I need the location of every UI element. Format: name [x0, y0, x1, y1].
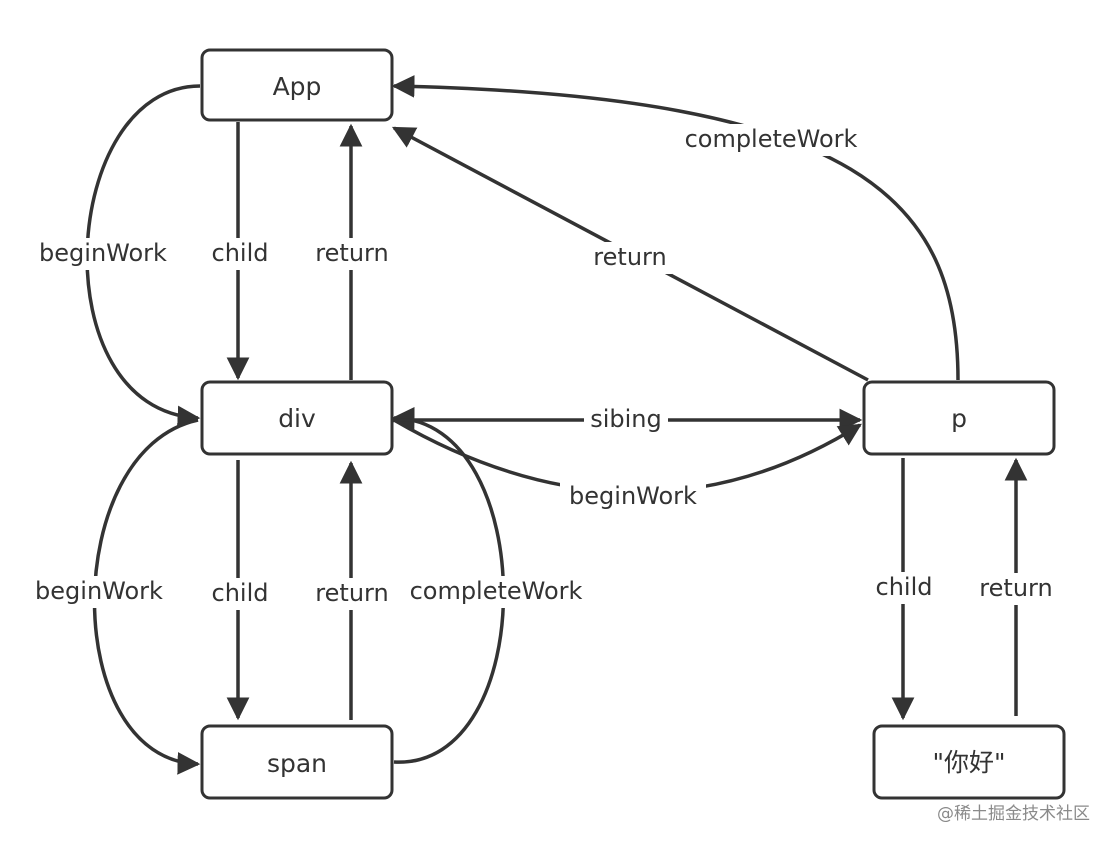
svg-text:return: return — [979, 574, 1052, 602]
node-p: p — [862, 380, 1056, 456]
label-app-div-beginwork: beginWork — [30, 238, 176, 270]
svg-text:return: return — [315, 579, 388, 607]
label-div-p-beginwork: beginWork — [560, 481, 706, 513]
svg-text:child: child — [876, 573, 933, 601]
label-p-app-completework: completeWork — [676, 124, 866, 156]
label-div-span-beginwork: beginWork — [26, 576, 172, 608]
label-span-div-completework: completeWork — [402, 576, 592, 608]
node-span: span — [200, 724, 394, 800]
label-div-p-sibling: sibing — [584, 404, 668, 436]
watermark: @稀土掘金技术社区 — [937, 804, 1090, 824]
label-app-div-child: child — [208, 238, 272, 270]
svg-text:return: return — [315, 239, 388, 267]
svg-text:span: span — [267, 749, 327, 778]
edge-p-app-completework — [391, 75, 960, 381]
svg-text:beginWork: beginWork — [39, 239, 167, 267]
label-p-app-return: return — [588, 242, 672, 274]
node-text-nihao: "你好" — [872, 724, 1066, 800]
svg-text:sibing: sibing — [590, 405, 662, 433]
svg-text:child: child — [212, 579, 269, 607]
label-div-span-child: child — [208, 578, 272, 610]
svg-text:completeWork: completeWork — [685, 125, 858, 153]
svg-text:child: child — [212, 239, 269, 267]
svg-text:"你好": "你好" — [933, 748, 1006, 777]
svg-text:beginWork: beginWork — [35, 577, 163, 605]
svg-text:div: div — [278, 404, 316, 433]
label-div-app-return: return — [310, 238, 394, 270]
svg-text:p: p — [951, 404, 967, 433]
label-text-p-return: return — [974, 573, 1058, 605]
svg-text:beginWork: beginWork — [569, 482, 697, 510]
node-app: App — [200, 48, 394, 122]
svg-text:return: return — [593, 243, 666, 271]
svg-text:completeWork: completeWork — [410, 577, 583, 605]
label-p-text-child: child — [872, 572, 936, 604]
node-div: div — [200, 380, 394, 456]
label-span-div-return: return — [310, 578, 394, 610]
svg-text:App: App — [273, 72, 322, 101]
